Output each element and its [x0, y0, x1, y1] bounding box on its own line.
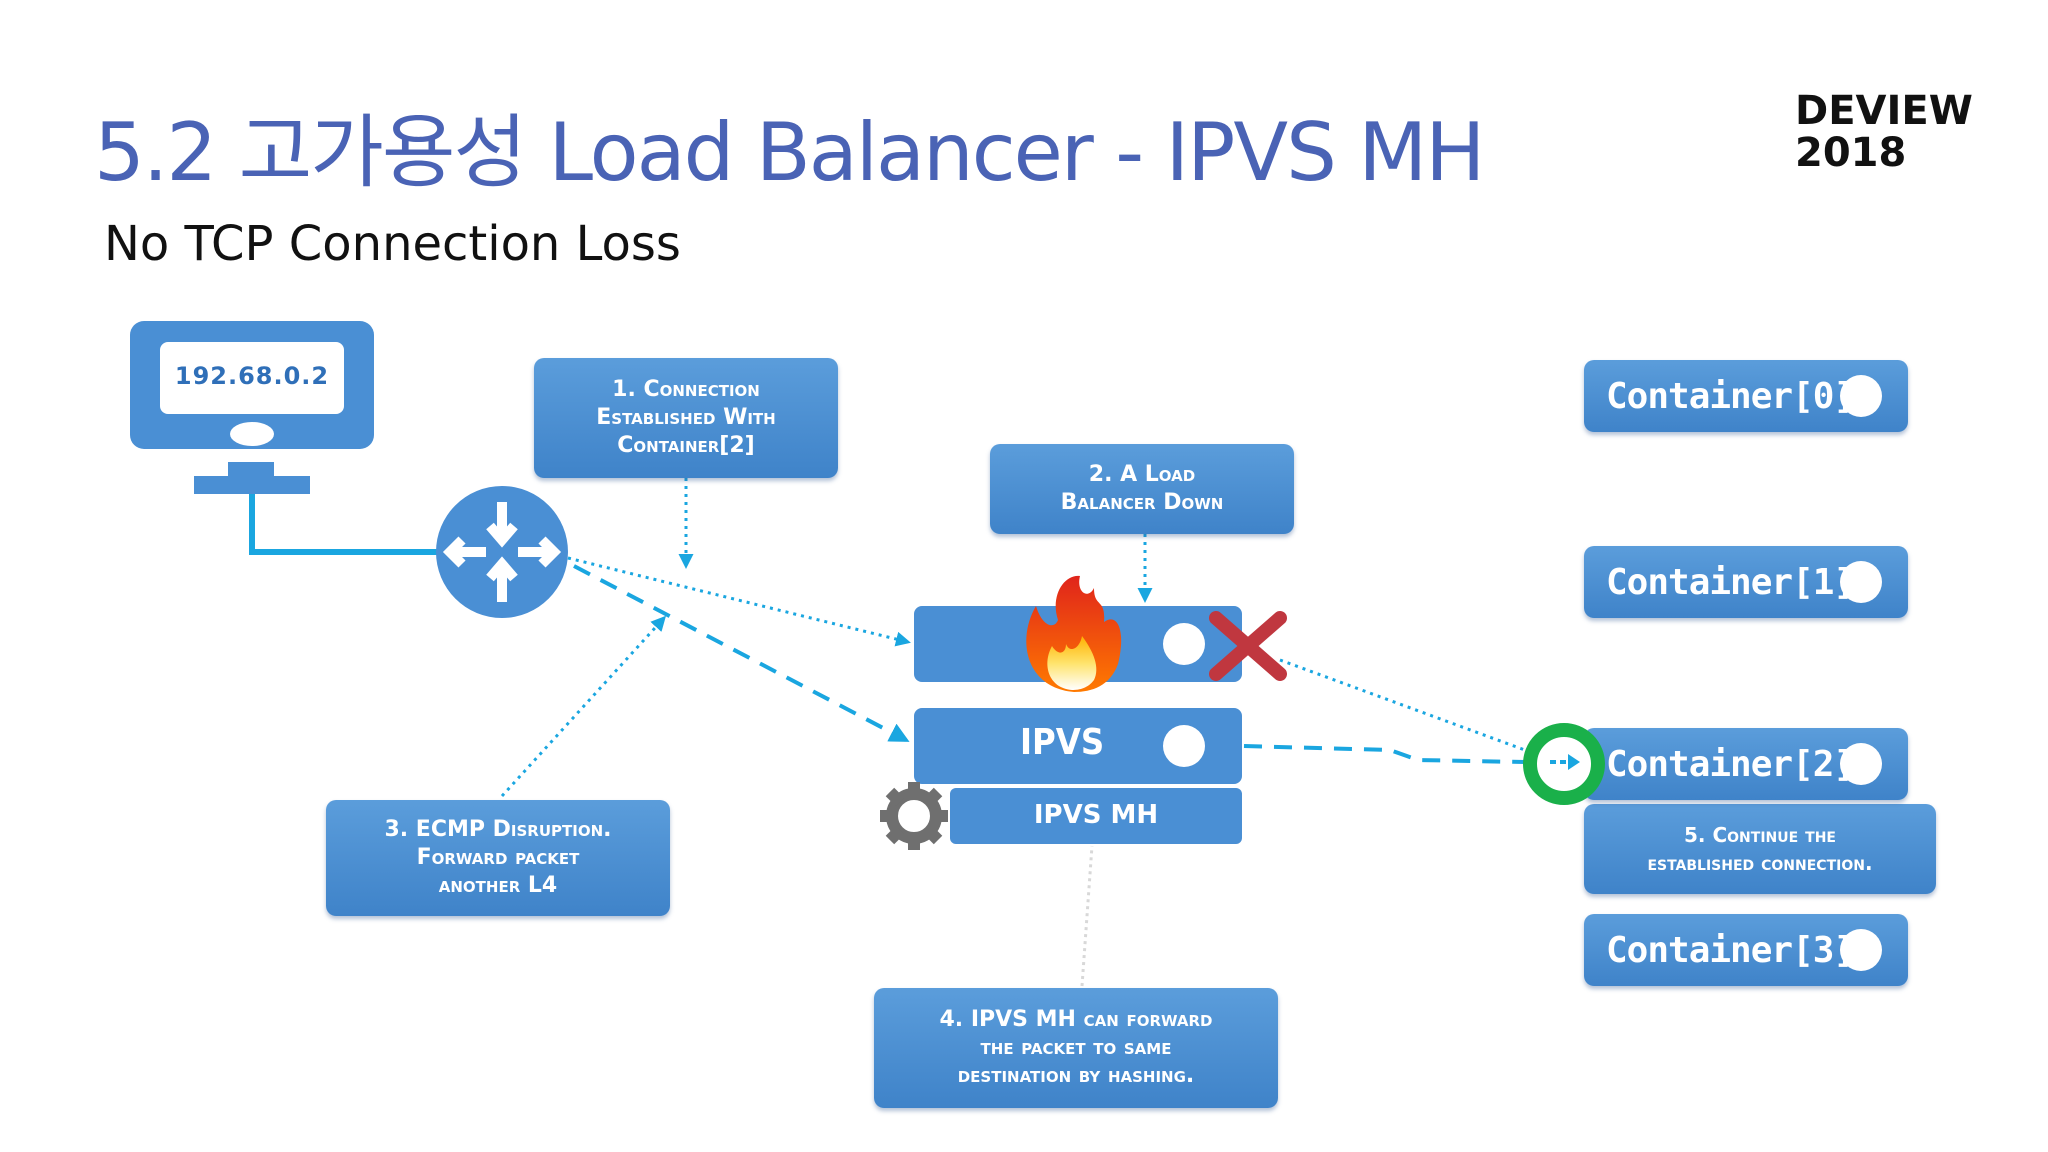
container-2-label: Container[2]: [1606, 743, 1855, 785]
slide-title: 5.2 고가용성 Load Balancer - IPVS MH: [94, 106, 1485, 199]
ipvs-mh-module: [950, 788, 1242, 844]
step1-line1: 1. Connection: [612, 377, 760, 402]
logo-line-1: DEVIEW: [1795, 88, 1973, 134]
step3-line2: Forward packet: [416, 845, 580, 870]
monitor-icon: [130, 321, 374, 494]
forwarded-path: [1243, 744, 1578, 773]
step3-line1: 3. ECMP Disruption.: [384, 817, 612, 842]
step3-line3: another L4: [438, 873, 558, 898]
original-path-to-container: [1279, 658, 1553, 762]
router-icon: [436, 486, 568, 618]
gear-icon: [880, 782, 948, 850]
step3-box: 3. ECMP Disruption. Forward packet another…: [326, 800, 670, 916]
original-path: [567, 556, 911, 647]
step1-line3: Container[2]: [617, 433, 755, 458]
container-3: Container[3]: [1584, 914, 1908, 986]
x-mark-icon: [1209, 611, 1287, 681]
step2-line1: 2. A Load: [1088, 462, 1196, 487]
step4-box: 4. IPVS MH can forward the packet to same…: [874, 988, 1278, 1108]
container-1: Container[1]: [1584, 546, 1908, 618]
step4-line1: 4. IPVS MH can forward: [939, 1007, 1213, 1032]
step1-line2: Established With: [596, 405, 776, 430]
step4-connector: [1080, 845, 1094, 987]
slide-subtitle: No TCP Connection Loss: [104, 216, 681, 272]
container-2: Container[2]: [1584, 728, 1908, 800]
status-dot: [1840, 375, 1882, 417]
step4-line2: the packet to same: [980, 1035, 1172, 1060]
container-3-label: Container[3]: [1606, 929, 1855, 971]
container-1-label: Container[1]: [1606, 561, 1855, 603]
ecmp-rerouted-path: [573, 564, 910, 742]
status-dot: [1840, 561, 1882, 603]
ipvs-mh-label: IPVS MH: [1033, 800, 1159, 830]
ipvs-label: IPVS: [1020, 722, 1105, 763]
step2-line2: Balancer Down: [1060, 490, 1224, 515]
deview-logo: DEVIEW 2018: [1795, 90, 1973, 174]
step4-line3: destination by hashing.: [957, 1063, 1195, 1088]
step5-box: 5. Continue the established connection.: [1584, 804, 1936, 894]
step3-connector: [500, 615, 667, 798]
fire-icon: [1026, 575, 1122, 692]
container-0: Container[0]: [1584, 360, 1908, 432]
status-dot: [1840, 929, 1882, 971]
client-ip-label: 192.68.0.2: [174, 362, 330, 390]
container-0-label: Container[0]: [1606, 375, 1855, 417]
network-cable: [249, 494, 438, 555]
step5-line1: 5. Continue the: [1684, 823, 1836, 847]
step5-line2: established connection.: [1647, 851, 1873, 875]
ipvs-load-balancer: [914, 708, 1242, 784]
status-dot: [1840, 743, 1882, 785]
logo-line-2: 2018: [1795, 130, 1907, 176]
